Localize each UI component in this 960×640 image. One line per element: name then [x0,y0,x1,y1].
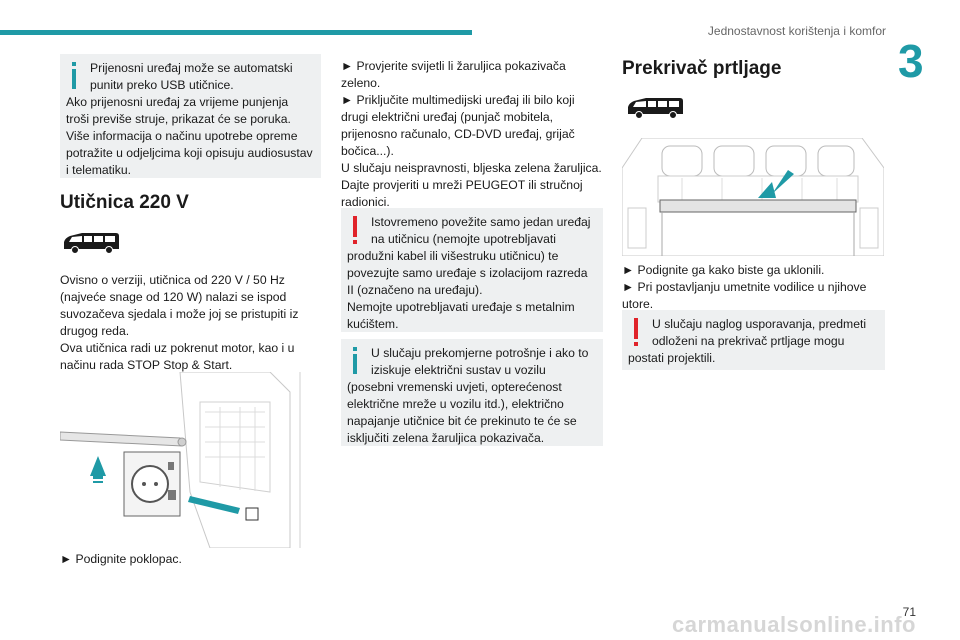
socket-body-text: Ovisno o verziji, utičnica od 220 V / 50… [60,273,299,372]
warning-box-line1: U slučaju naglog usporavanja, predmeti o… [652,317,867,348]
warning-box-luggage: U slučaju naglog usporavanja, predmeti o… [622,310,885,370]
socket-step-lift: ► Podignite poklopac. [60,552,182,566]
warning-box-rest: produžni kabel ili višestruku utičnicu) … [347,249,588,331]
header-accent-bar [0,30,472,35]
luggage-cover-steps: ► Podignite ga kako biste ga uklonili. ►… [622,263,867,311]
van-icon [628,98,683,119]
section-title-socket: Utičnica 220 V [60,192,189,213]
running-header: Jednostavnost korištenja i komfor [707,24,886,38]
info-box-rest: (posebni vremenski uvjeti, opterećenost … [347,380,577,445]
info-box-usb: Prijenosni uređaj može se automatski pun… [60,54,321,178]
info-box-rest: Ako prijenosni uređaj za vrijeme punjenj… [66,95,313,177]
info-icon [66,62,82,92]
socket-illustration [60,372,301,548]
warning-icon [347,216,363,246]
warning-box-line1: Istovremeno povežite samo jedan uređaj n… [371,215,591,246]
van-icon [64,233,119,254]
page-number: 71 [902,605,916,619]
warning-box-socket: Istovremeno povežite samo jedan uređaj n… [341,208,603,332]
warning-icon [628,318,644,348]
info-box-overload: U slučaju prekomjerne potrošnje i ako to… [341,339,603,446]
chapter-number: 3 [898,35,924,87]
info-box-line1: U slučaju prekomjerne potrošnje i ako to… [371,346,589,377]
section-title-luggage-cover: Prekrivač prtljage [622,58,782,79]
info-icon [347,347,363,377]
luggage-cover-illustration [622,138,884,256]
warning-box-rest: postati projektili. [628,351,716,365]
info-box-line1: Prijenosni uređaj može se automatski pun… [90,61,293,92]
watermark: carmanualsonline.info [672,612,916,637]
socket-steps-text: ► Provjerite svijetli li žaruljica pokaz… [341,59,602,209]
